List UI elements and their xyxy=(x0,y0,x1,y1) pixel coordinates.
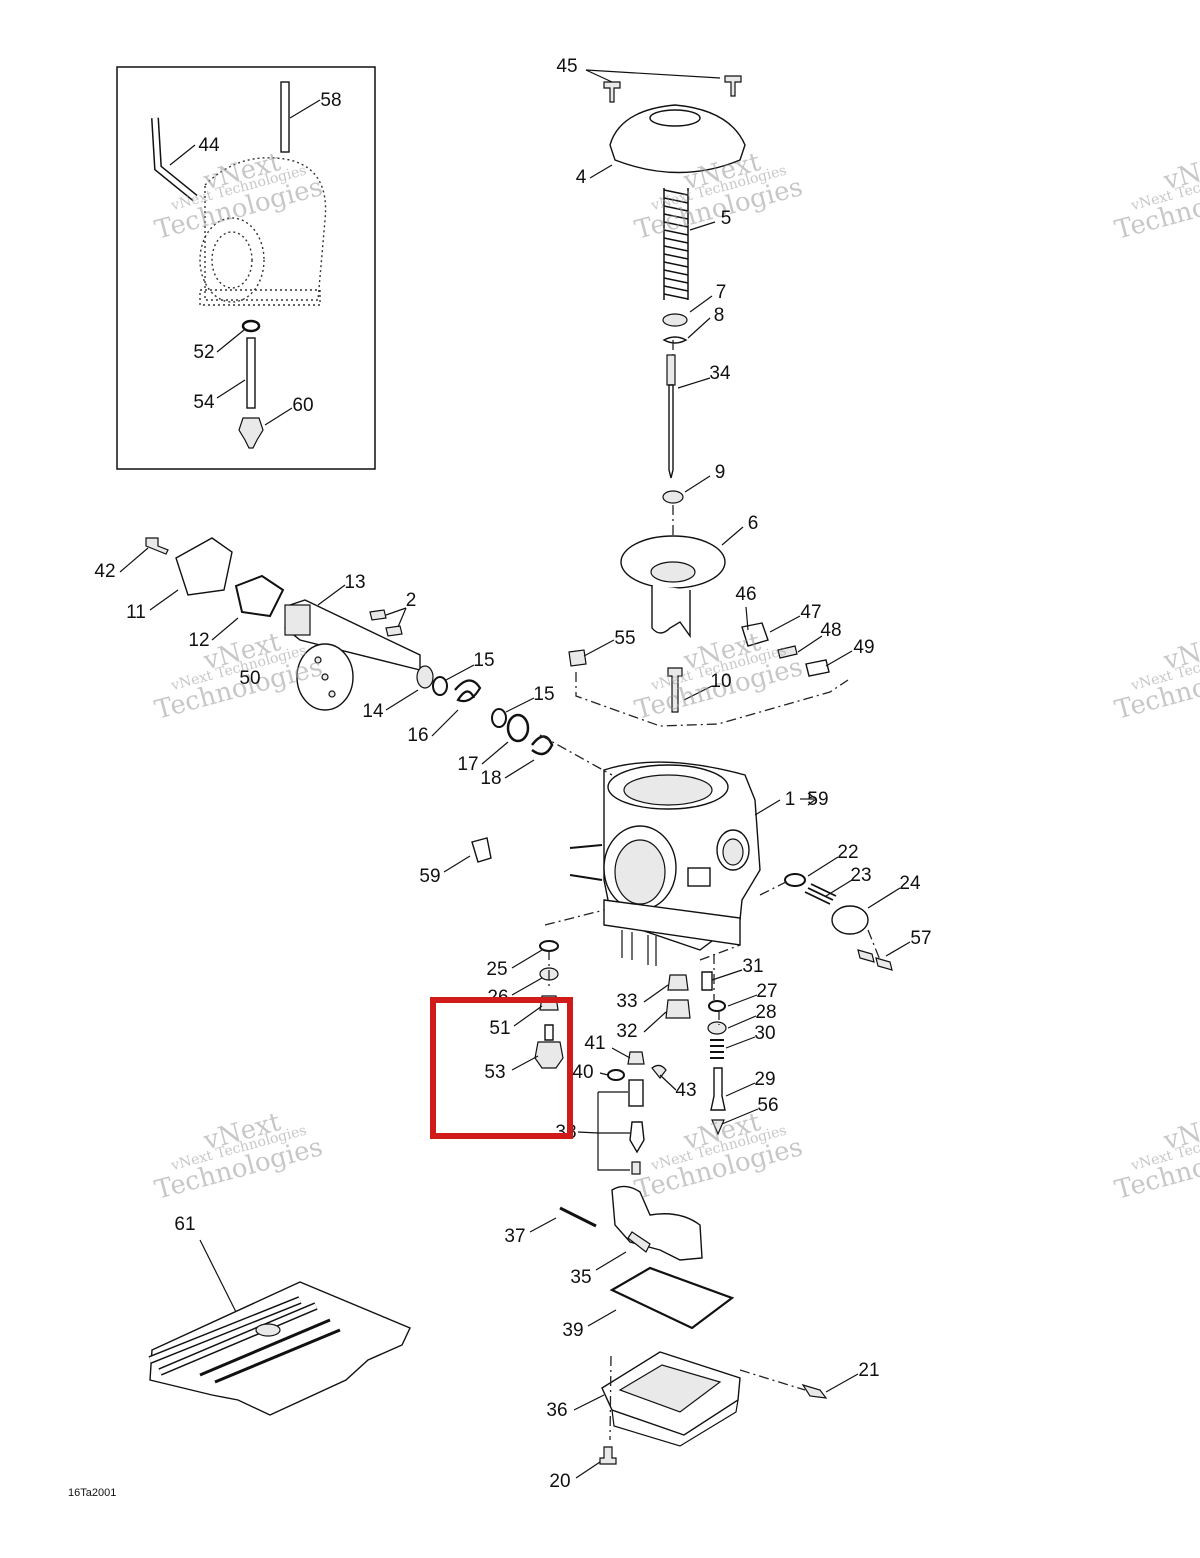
highlight-box-parts-51-53 xyxy=(430,997,573,1139)
callout-8: 8 xyxy=(714,305,725,326)
callout-12: 12 xyxy=(188,630,209,651)
callout-15: 15 xyxy=(533,684,554,705)
callout-47: 47 xyxy=(800,602,821,623)
callout-45: 45 xyxy=(556,56,577,77)
callout-41: 41 xyxy=(584,1033,605,1054)
callout-14: 14 xyxy=(362,701,384,722)
callout-54: 54 xyxy=(193,392,215,413)
callout-36: 36 xyxy=(546,1400,567,1421)
callout-48: 48 xyxy=(820,620,841,641)
callout-44: 44 xyxy=(198,135,220,156)
callout-61: 61 xyxy=(174,1214,195,1235)
callout-15: 15 xyxy=(473,650,494,671)
callout-13: 13 xyxy=(344,572,365,593)
callout-18: 18 xyxy=(480,768,501,789)
callout-16: 16 xyxy=(407,725,428,746)
callout-46: 46 xyxy=(735,584,756,605)
callout-35: 35 xyxy=(570,1267,591,1288)
callout-23: 23 xyxy=(850,865,871,886)
leader-lines xyxy=(119,69,911,1479)
callout-59: 59 xyxy=(419,866,440,887)
callout-51: 51 xyxy=(489,1018,510,1039)
callout-10: 10 xyxy=(710,671,731,692)
callout-40: 40 xyxy=(572,1062,593,1083)
callout-21: 21 xyxy=(858,1360,879,1381)
callout-30: 30 xyxy=(754,1023,775,1044)
callout-28: 28 xyxy=(755,1002,776,1023)
callout-59: 59 xyxy=(807,789,828,810)
tool-kit xyxy=(148,1281,411,1416)
callout-38: 38 xyxy=(555,1122,576,1143)
callout-5: 5 xyxy=(721,208,732,229)
inset-box xyxy=(116,66,376,470)
callout-17: 17 xyxy=(457,754,478,775)
callout-39: 39 xyxy=(562,1320,583,1341)
callout-29: 29 xyxy=(754,1069,775,1090)
callout-55: 55 xyxy=(614,628,635,649)
callout-4: 4 xyxy=(576,167,587,188)
callout-11: 11 xyxy=(126,602,146,623)
diagram-code: 16Ta2001 xyxy=(68,1487,116,1499)
callout-32: 32 xyxy=(616,1021,637,1042)
callout-33: 33 xyxy=(616,991,637,1012)
callout-34: 34 xyxy=(709,363,731,384)
callout-52: 52 xyxy=(193,342,214,363)
callout-49: 49 xyxy=(853,637,874,658)
carburetor-body xyxy=(568,622,893,971)
callout-57: 57 xyxy=(910,928,931,949)
callout-25: 25 xyxy=(486,959,507,980)
float-bowl-assembly xyxy=(559,1185,828,1465)
callout-6: 6 xyxy=(748,513,759,534)
callout-50: 50 xyxy=(239,668,260,689)
callout-20: 20 xyxy=(549,1471,570,1492)
callout-42: 42 xyxy=(94,561,115,582)
callout-43: 43 xyxy=(675,1080,696,1101)
top-cover-assembly xyxy=(603,75,746,639)
jet-parts xyxy=(534,940,727,1175)
throttle-assembly xyxy=(145,537,554,863)
callout-24: 24 xyxy=(899,873,921,894)
callout-1: 1 xyxy=(785,789,796,810)
callout-22: 22 xyxy=(837,842,858,863)
callout-58: 58 xyxy=(320,90,341,111)
callout-2: 2 xyxy=(406,590,417,611)
callout-27: 27 xyxy=(756,981,777,1002)
callout-37: 37 xyxy=(504,1226,525,1247)
callout-56: 56 xyxy=(757,1095,778,1116)
callout-60: 60 xyxy=(292,395,313,416)
callout-7: 7 xyxy=(716,282,727,303)
callout-53: 53 xyxy=(484,1062,505,1083)
arrow-1-to-59 xyxy=(800,792,817,806)
callout-31: 31 xyxy=(742,956,763,977)
assembly-centerlines xyxy=(539,340,881,1441)
callout-9: 9 xyxy=(715,462,726,483)
